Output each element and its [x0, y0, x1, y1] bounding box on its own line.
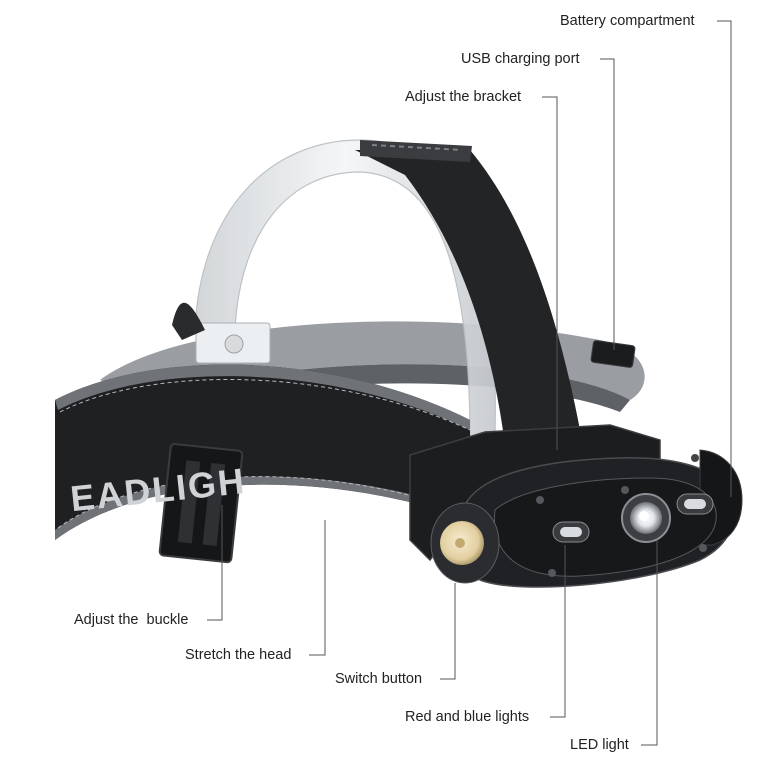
callout-battery-compartment: Battery compartment	[560, 13, 695, 29]
leader-bracket	[542, 96, 558, 450]
usb-port-cover	[590, 340, 636, 368]
top-strap	[355, 150, 580, 445]
callout-adjust-bracket: Adjust the bracket	[405, 89, 522, 105]
leader-buckle	[207, 505, 223, 621]
callout-stretch-head: Stretch the head	[185, 647, 292, 663]
callout-adjust-buckle: Adjust the buckle	[74, 612, 189, 628]
callout-switch-button: Switch button	[335, 671, 423, 687]
leader-usb	[600, 58, 615, 350]
callout-usb-charging-port: USB charging port	[461, 51, 580, 67]
leader-led	[641, 540, 658, 746]
leader-battery	[717, 20, 732, 497]
callout-red-blue-lights: Red and blue lights	[405, 709, 530, 725]
leader-stretch	[309, 520, 326, 656]
callout-led-light: LED light	[570, 737, 629, 753]
leader-switch	[440, 583, 456, 680]
leader-redblue	[550, 545, 566, 718]
rivet	[224, 334, 244, 354]
head-strap-front	[55, 364, 470, 540]
